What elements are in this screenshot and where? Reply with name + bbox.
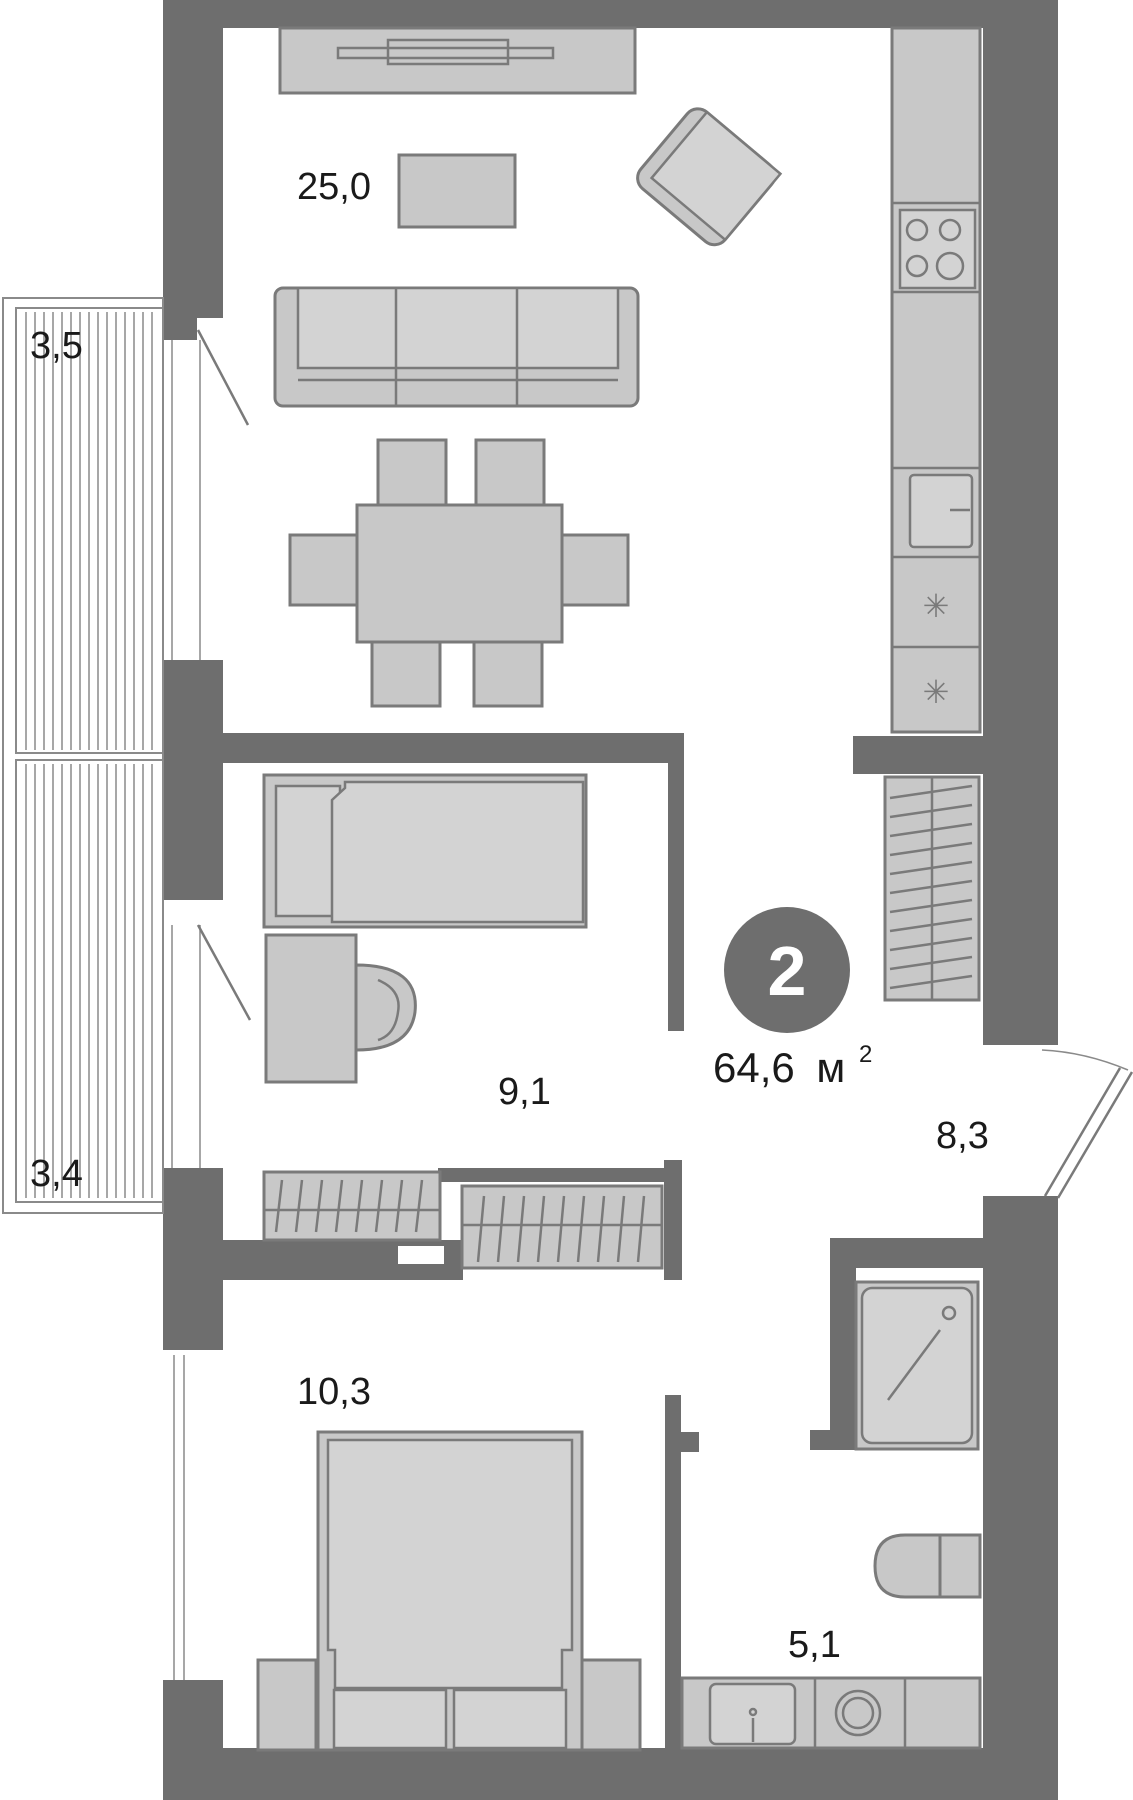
decor-line <box>889 936 973 952</box>
decor-line <box>889 879 973 895</box>
total-area-superscript: 2 <box>859 1041 872 1068</box>
decor-line <box>556 1195 566 1263</box>
hangers <box>889 784 973 990</box>
decor-line <box>889 898 973 914</box>
entrance-door <box>1041 1049 1133 1199</box>
badge-circle <box>724 907 850 1033</box>
decor-line <box>496 1195 506 1263</box>
decor-line <box>476 1195 486 1263</box>
decor-line <box>889 803 973 819</box>
hall-wardrobe <box>883 775 981 1002</box>
appliance-icon: ✳ <box>923 673 950 711</box>
decor-line <box>889 974 973 990</box>
room-area-balcony-top: 3,5 <box>30 325 83 367</box>
total-area-value: 64,6 <box>713 1044 795 1091</box>
decor-line <box>636 1195 646 1263</box>
decor-line <box>889 822 973 838</box>
decor-line <box>536 1195 546 1263</box>
decor-line <box>314 1179 324 1233</box>
room-area-living-kitchen: 25,0 <box>297 166 371 208</box>
decor-line <box>374 1179 384 1233</box>
bathroom-fixtures <box>680 1280 982 1750</box>
rooms-count: 2 <box>768 932 807 1010</box>
decor-line <box>889 841 973 857</box>
decor-line <box>889 860 973 876</box>
room-area-bedroom-large: 10,3 <box>297 1371 371 1413</box>
large-bedroom-furniture <box>256 1430 642 1752</box>
decor-line <box>596 1195 606 1263</box>
room-area-bathroom: 5,1 <box>788 1624 841 1666</box>
decor-line <box>889 917 973 933</box>
total-area: 64,6 м 2 <box>713 1041 872 1091</box>
room-area-balcony-bottom: 3,4 <box>30 1153 83 1195</box>
rooms-count-badge: 2 <box>724 907 850 1033</box>
walls <box>163 0 1058 1800</box>
kitchen-units: ✳ ✳ <box>890 26 982 734</box>
decor-line <box>274 1179 284 1233</box>
room-area-bedroom-small: 9,1 <box>498 1071 551 1113</box>
balcony <box>2 297 164 1214</box>
decor-line <box>616 1195 626 1263</box>
total-area-unit: м <box>816 1044 845 1091</box>
living-room-furniture <box>273 26 783 708</box>
decor-line <box>889 955 973 971</box>
room-labels: 25,0 3,5 3,4 9,1 8,3 10,3 5,1 <box>30 166 989 1666</box>
decor-line <box>516 1195 526 1263</box>
small-bedroom-furniture <box>262 773 588 1084</box>
decor-line <box>414 1179 424 1233</box>
decor-line <box>889 784 973 800</box>
decor-line <box>354 1179 364 1233</box>
decor-line <box>334 1179 344 1233</box>
decor-line <box>394 1179 404 1233</box>
hangers <box>274 1179 646 1263</box>
decor-line <box>294 1179 304 1233</box>
closets <box>262 1170 664 1270</box>
window-lines <box>171 329 252 1680</box>
room-area-hall: 8,3 <box>936 1115 989 1157</box>
decor-line <box>576 1195 586 1263</box>
appliance-icon: ✳ <box>923 587 950 625</box>
balcony-slats <box>25 312 153 1198</box>
